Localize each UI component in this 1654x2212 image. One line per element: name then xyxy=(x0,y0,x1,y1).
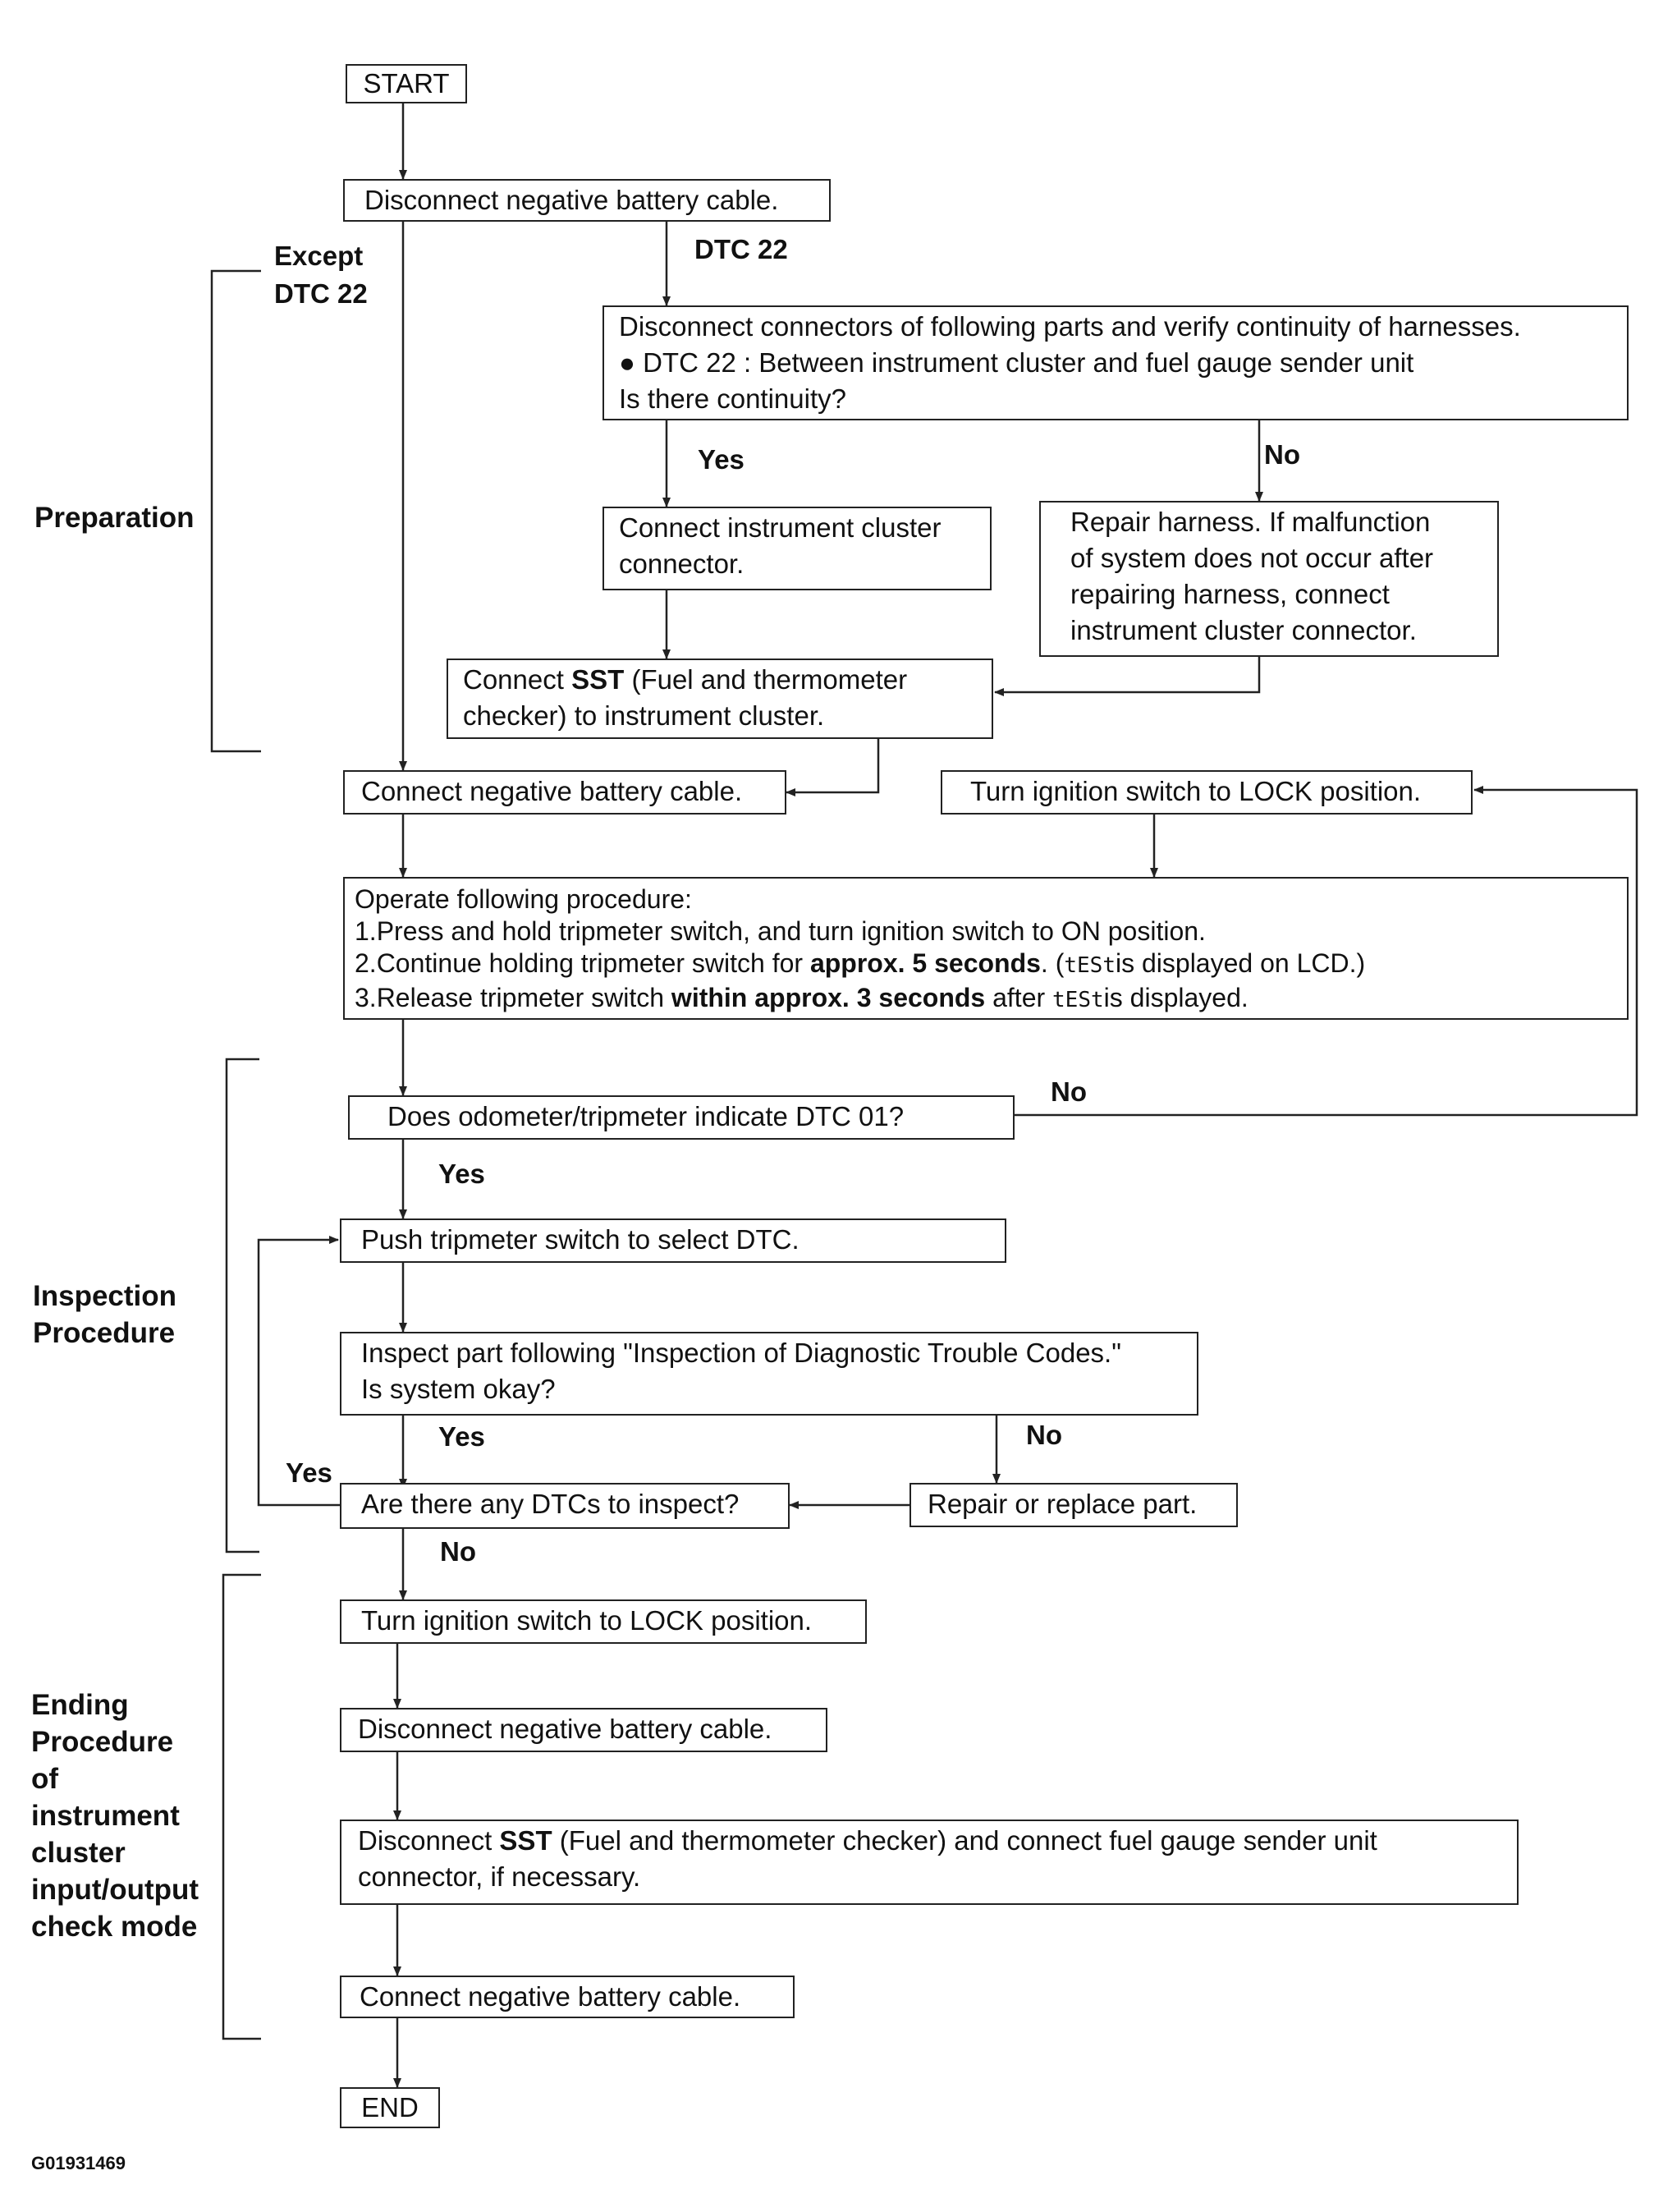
disconnect-battery-final-step: Disconnect negative battery cable. xyxy=(340,1708,827,1752)
step-text: Turn ignition switch to LOCK position. xyxy=(361,1605,813,1636)
yes-continuity-label: Yes xyxy=(698,444,745,475)
step-text-line2: checker) to instrument cluster. xyxy=(463,700,825,731)
step-text: Does odometer/tripmeter indicate DTC 01? xyxy=(387,1101,905,1131)
repair-replace-step: Repair or replace part. xyxy=(909,1483,1238,1527)
step-text-line1: Connect SST (Fuel and thermometer xyxy=(463,664,908,695)
any-dtcs-decision: Are there any DTCs to inspect? xyxy=(340,1483,790,1529)
step-text-line1: Repair harness. If malfunction xyxy=(1070,507,1431,537)
step-text: Repair or replace part. xyxy=(928,1489,1198,1519)
turn-lock-step: Turn ignition switch to LOCK position. xyxy=(941,770,1473,815)
operate-procedure-step: Operate following procedure: 1.Press and… xyxy=(343,877,1629,1020)
no-dtc01-label: No xyxy=(1051,1076,1087,1107)
repair-harness-step: Repair harness. If malfunction of system… xyxy=(1039,501,1499,657)
step-text: Push tripmeter switch to select DTC. xyxy=(361,1224,800,1255)
section-inspection-procedure: Inspection Procedure xyxy=(33,1280,177,1349)
step-text-line2: of system does not occur after xyxy=(1070,543,1434,573)
inspect-part-step: Inspect part following "Inspection of Di… xyxy=(340,1332,1198,1416)
connect-battery-final-step: Connect negative battery cable. xyxy=(340,1976,795,2018)
no-okay-label: No xyxy=(1026,1420,1062,1450)
step-text: Turn ignition switch to LOCK position. xyxy=(970,776,1422,806)
step-text-line2: ● DTC 22 : Between instrument cluster an… xyxy=(619,347,1414,378)
step-text-line3: Is there continuity? xyxy=(619,383,846,414)
step-text-line2: 1.Press and hold tripmeter switch, and t… xyxy=(355,916,1206,946)
step-text-line1: Connect instrument cluster xyxy=(619,512,942,543)
yes-dtc01-label: Yes xyxy=(438,1159,485,1189)
step-text-line1: Disconnect connectors of following parts… xyxy=(619,311,1521,342)
except-dtc22-label: Except DTC 22 xyxy=(274,241,368,309)
step-text-line4: 3.Release tripmeter switch within approx… xyxy=(355,983,1249,1012)
step-text-line2: Is system okay? xyxy=(361,1374,556,1404)
dtc22-branch-label: DTC 22 xyxy=(694,234,788,264)
disconnect-sst-step: Disconnect SST (Fuel and thermometer che… xyxy=(340,1820,1519,1905)
step-text-line1: Disconnect SST (Fuel and thermometer che… xyxy=(358,1825,1377,1856)
step-text-line3: 2.Continue holding tripmeter switch for … xyxy=(355,948,1366,978)
start-terminal: START xyxy=(346,64,467,103)
end-label: END xyxy=(361,2092,419,2123)
yes-okay-label: Yes xyxy=(438,1421,485,1452)
step-text: Connect negative battery cable. xyxy=(361,776,743,806)
step-text-line1: Inspect part following "Inspection of Di… xyxy=(361,1338,1121,1368)
lcd-test-display: tESt xyxy=(1064,953,1116,978)
push-tripmeter-step: Push tripmeter switch to select DTC. xyxy=(340,1218,1006,1263)
connect-battery-step: Connect negative battery cable. xyxy=(343,770,786,815)
step-text: Disconnect negative battery cable. xyxy=(364,185,779,215)
step-text-line4: instrument cluster connector. xyxy=(1070,615,1417,645)
dtc01-decision: Does odometer/tripmeter indicate DTC 01? xyxy=(348,1095,1015,1140)
start-label: START xyxy=(363,68,450,99)
no-any-dtcs-label: No xyxy=(440,1536,476,1567)
connect-sst-step: Connect SST (Fuel and thermometer checke… xyxy=(447,659,993,739)
disconnect-battery-step: Disconnect negative battery cable. xyxy=(343,179,831,222)
end-terminal: END xyxy=(340,2087,440,2128)
step-text: Disconnect negative battery cable. xyxy=(358,1714,772,1744)
step-text-line1: Operate following procedure: xyxy=(355,884,692,914)
step-text-line3: repairing harness, connect xyxy=(1070,579,1390,609)
step-text: Connect negative battery cable. xyxy=(360,1981,741,2012)
lcd-test-display: tESt xyxy=(1052,988,1104,1012)
sst-term: SST xyxy=(499,1825,552,1856)
figure-id: G01931469 xyxy=(31,2153,126,2173)
connect-cluster-step: Connect instrument cluster connector. xyxy=(602,507,992,590)
step-text-line2: connector, if necessary. xyxy=(358,1861,641,1892)
section-preparation: Preparation xyxy=(34,502,195,534)
turn-lock-final-step: Turn ignition switch to LOCK position. xyxy=(340,1599,867,1644)
yes-loop-label: Yes xyxy=(286,1457,332,1488)
step-text-line2: connector. xyxy=(619,548,745,579)
step-text: Are there any DTCs to inspect? xyxy=(361,1489,740,1519)
section-ending-procedure: Ending Procedure of instrument cluster i… xyxy=(31,1689,199,1943)
continuity-check-step: Disconnect connectors of following parts… xyxy=(602,305,1629,420)
sst-term: SST xyxy=(571,664,625,695)
no-continuity-label: No xyxy=(1264,439,1300,470)
